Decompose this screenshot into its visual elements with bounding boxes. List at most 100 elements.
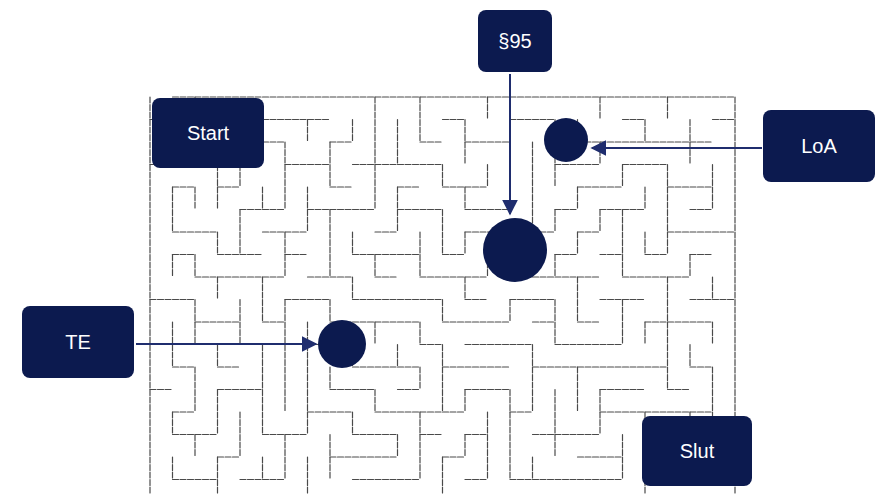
maze-wall [645,366,668,367]
maze-wall [173,186,196,187]
label-text: LoA [801,134,837,158]
maze-wall [329,435,330,458]
maze-wall [622,210,623,233]
maze-wall [329,142,330,165]
maze-wall [464,142,465,165]
maze-wall [262,390,263,413]
maze-wall [532,142,533,165]
maze-wall [600,344,623,345]
maze-wall [284,457,285,480]
maze-wall [173,479,196,480]
maze-wall [374,120,375,143]
maze-wall [465,366,488,367]
maze-wall [442,367,443,390]
maze-wall [465,186,488,187]
maze-wall [263,276,286,277]
maze-wall [600,479,623,480]
maze-wall [307,412,308,435]
maze-wall [668,389,691,390]
maze-wall [284,367,285,390]
maze-wall [353,254,376,255]
maze-wall [173,231,196,232]
maze-wall [532,187,533,210]
maze-wall [690,411,713,412]
maze-wall [262,367,263,390]
maze-wall [262,412,263,435]
maze-wall [734,390,735,413]
maze-wall [599,412,600,435]
maze-wall [307,345,308,368]
maze-wall [734,210,735,233]
maze-wall [239,232,240,255]
maze-wall [600,141,623,142]
maze-wall [240,479,263,480]
maze-wall [487,435,488,458]
maze-wall [555,344,578,345]
maze-wall [195,479,218,480]
maze-wall [443,321,466,322]
maze-wall [577,300,578,323]
maze-wall [262,345,263,368]
maze-wall [374,322,375,345]
maze-wall [712,322,713,345]
maze-wall [307,367,308,390]
maze-wall [398,321,421,322]
maze-wall [600,456,623,457]
maze-wall [284,165,285,188]
maze-wall [555,209,578,210]
maze-wall [398,164,421,165]
maze-wall [734,165,735,188]
maze-wall [554,390,555,413]
maze-wall [712,390,713,413]
maze-wall [734,187,735,210]
maze-wall [307,390,308,413]
maze-wall [712,367,713,390]
maze-wall [353,164,376,165]
maze-wall [329,300,330,323]
maze-wall [374,187,375,210]
maze-wall [623,119,646,120]
maze-wall [442,232,443,255]
maze-wall [689,345,690,368]
maze-wall [398,186,421,187]
label-box: §95 [478,10,552,72]
maze-wall [217,187,218,210]
maze-wall [532,165,533,188]
maze-wall [464,232,465,255]
label-text: TE [65,330,91,354]
maze-wall [578,366,601,367]
maze-wall [240,209,263,210]
maze-wall [239,322,240,345]
maze-wall [240,389,263,390]
maze-wall [173,366,196,367]
maze-wall [397,120,398,143]
maze-wall [419,367,420,390]
maze-wall [240,254,263,255]
maze-wall [488,321,511,322]
maze-wall [554,412,555,435]
maze-wall [397,210,398,233]
maze-wall [577,277,578,300]
maze-wall [195,231,218,232]
maze-wall [645,276,668,277]
maze-wall [644,322,645,345]
maze-wall [623,141,646,142]
maze-wall [645,164,668,165]
leader-arrow [509,74,511,214]
maze-wall [398,299,421,300]
maze-wall [554,435,555,458]
maze-wall [374,165,375,188]
maze-wall [600,411,623,412]
maze-wall [667,300,668,323]
maze-wall [194,322,195,345]
maze-wall [374,255,375,278]
maze-wall [419,412,420,435]
maze-wall [352,120,353,143]
maze-wall [667,345,668,368]
maze-wall [487,457,488,480]
maze-wall [375,456,398,457]
maze-wall [285,254,308,255]
maze-wall [172,187,173,210]
maze-wall [533,119,556,120]
